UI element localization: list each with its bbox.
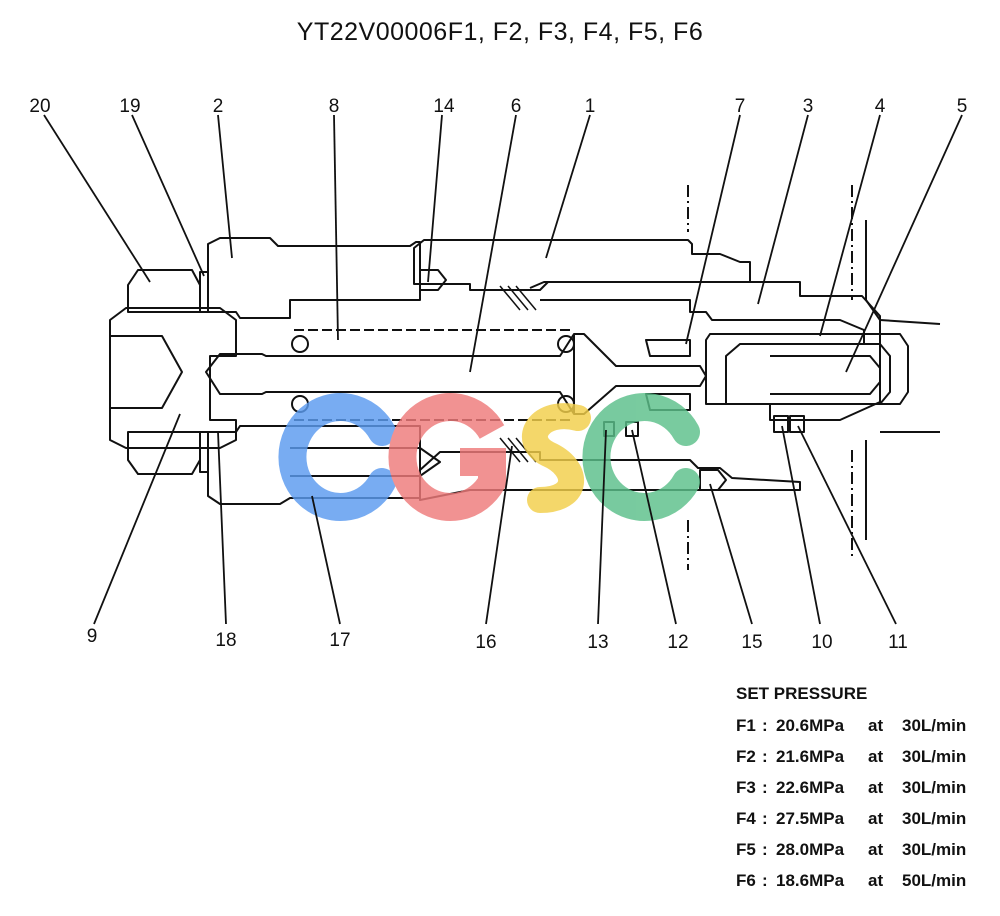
part-main-body: [413, 239, 751, 291]
row-flow: 30L/min: [902, 809, 967, 828]
label-part-19: 19: [119, 96, 140, 117]
part-o-ring-14: [419, 269, 447, 291]
set-pressure-row: F2:21.6MPa at 30L/min: [736, 741, 986, 772]
row-flow: 30L/min: [902, 716, 967, 735]
row-flow: 30L/min: [902, 778, 967, 797]
part-poppet: [205, 333, 707, 415]
row-at: at: [868, 778, 884, 797]
row-at: at: [868, 840, 884, 859]
row-value: 28.0MPa: [776, 840, 845, 859]
label-part-15: 15: [741, 632, 762, 653]
row-value: 21.6MPa: [776, 747, 845, 766]
row-value: 18.6MPa: [776, 871, 845, 890]
part-washer: [199, 271, 209, 313]
set-pressure-row: F1:20.6MPa at 30L/min: [736, 710, 986, 741]
row-key: F1: [736, 716, 756, 735]
part-ring-10: [773, 415, 789, 433]
label-part-3: 3: [803, 96, 814, 117]
part-plug: [207, 237, 421, 319]
part-o-ring-15: [699, 469, 727, 491]
set-pressure-row: F4:27.5MPa at 30L/min: [736, 803, 986, 834]
row-colon: :: [762, 778, 768, 797]
label-part-10: 10: [811, 632, 832, 653]
part-cap-nut: [127, 269, 201, 313]
diagram-title: YT22V00006F1, F2, F3, F4, F5, F6: [296, 18, 704, 46]
row-colon: :: [762, 840, 768, 859]
row-key: F5: [736, 840, 756, 859]
row-value: 22.6MPa: [776, 778, 845, 797]
label-part-18: 18: [215, 630, 236, 651]
label-part-6: 6: [511, 96, 522, 117]
label-part-14: 14: [433, 96, 455, 117]
row-flow: 50L/min: [902, 871, 967, 890]
row-colon: :: [762, 871, 768, 890]
label-part-7: 7: [735, 96, 746, 117]
row-key: F2: [736, 747, 756, 766]
relief-valve-section-drawing: 20 19 2 8 14 6 1 7 3 4 5 9 18 17 16 13 1…: [29, 96, 968, 653]
label-part-17: 17: [329, 630, 350, 651]
row-at: at: [868, 747, 884, 766]
part-adjusting-screw: [109, 307, 237, 449]
row-key: F6: [736, 871, 756, 890]
watermark-letter-3: [522, 403, 591, 513]
row-flow: 30L/min: [902, 840, 967, 859]
row-value: 20.6MPa: [776, 716, 845, 735]
label-part-1: 1: [585, 96, 596, 117]
row-key: F3: [736, 778, 756, 797]
row-colon: :: [762, 716, 768, 735]
set-pressure-header: SET PRESSURE: [736, 684, 868, 703]
label-part-12: 12: [667, 632, 688, 653]
row-at: at: [868, 716, 884, 735]
set-pressure-row: F3:22.6MPa at 30L/min: [736, 772, 986, 803]
watermark-letter-4: [582, 393, 700, 521]
row-value: 27.5MPa: [776, 809, 845, 828]
label-part-16: 16: [475, 632, 496, 653]
label-part-20: 20: [29, 96, 50, 117]
watermark-letter-1: [278, 393, 396, 521]
label-part-9: 9: [87, 626, 98, 647]
row-flow: 30L/min: [902, 747, 967, 766]
label-part-13: 13: [587, 632, 608, 653]
label-part-4: 4: [875, 96, 886, 117]
set-pressure-row: F6:18.6MPa at 50L/min: [736, 865, 986, 896]
row-at: at: [868, 871, 884, 890]
label-part-11: 11: [888, 632, 908, 653]
row-colon: :: [762, 747, 768, 766]
label-part-2: 2: [213, 96, 224, 117]
label-part-8: 8: [329, 96, 340, 117]
row-colon: :: [762, 809, 768, 828]
watermark: [278, 393, 700, 521]
part-ring-11: [789, 415, 805, 433]
part-sleeve: [529, 281, 881, 421]
set-pressure-row: F5:28.0MPa at 30L/min: [736, 834, 986, 865]
row-key: F4: [736, 809, 756, 828]
label-part-5: 5: [957, 96, 968, 117]
row-at: at: [868, 809, 884, 828]
watermark-letter-2: [388, 393, 506, 521]
